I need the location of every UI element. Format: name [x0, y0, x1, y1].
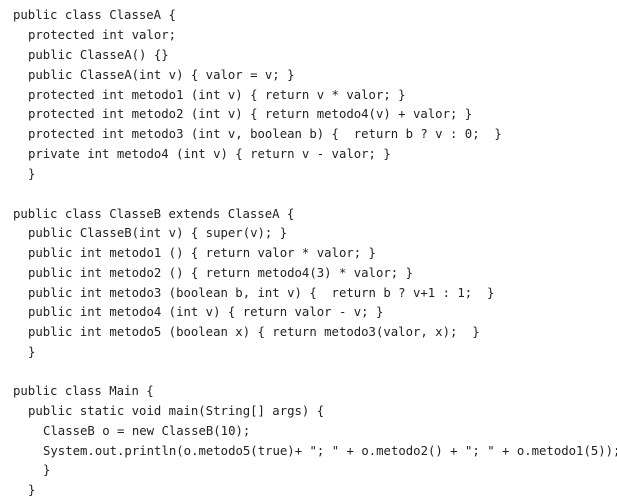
code-line-8: private int metodo4 (int v) { return v -…: [28, 147, 391, 161]
code-line-15: public int metodo4 (int v) { return valo…: [28, 305, 384, 319]
code-line-7: protected int metodo3 (int v, boolean b)…: [28, 127, 502, 141]
code-line-20: ClasseB o = new ClasseB(10);: [43, 424, 251, 438]
code-line-14: public int metodo3 (boolean b, int v) { …: [28, 286, 495, 300]
code-line-3: public ClasseA() {}: [28, 48, 169, 62]
code-line-5: protected int metodo1 (int v) { return v…: [28, 88, 406, 102]
code-line-9: }: [28, 167, 36, 181]
code-line-22: }: [43, 463, 51, 477]
code-line-10: public class ClasseB extends ClasseA {: [13, 207, 295, 221]
code-line-6: protected int metodo2 (int v) { return m…: [28, 107, 473, 121]
code-line-18: public class Main {: [13, 384, 154, 398]
code-line-13: public int metodo2 () { return metodo4(3…: [28, 266, 413, 280]
code-line-17: }: [28, 345, 36, 359]
code-line-12: public int metodo1 () { return valor * v…: [28, 246, 376, 260]
code-line-23: }: [28, 483, 36, 497]
code-line-11: public ClasseB(int v) { super(v); }: [28, 226, 288, 240]
code-line-1: public class ClasseA {: [13, 8, 176, 22]
code-line-2: protected int valor;: [28, 28, 177, 42]
code-line-19: public static void main(String[] args) {: [28, 404, 325, 418]
code-line-4: public ClasseA(int v) { valor = v; }: [28, 68, 295, 82]
code-line-16: public int metodo5 (boolean x) { return …: [28, 325, 480, 339]
code-line-21: System.out.println(o.metodo5(true)+ "; "…: [43, 444, 617, 458]
